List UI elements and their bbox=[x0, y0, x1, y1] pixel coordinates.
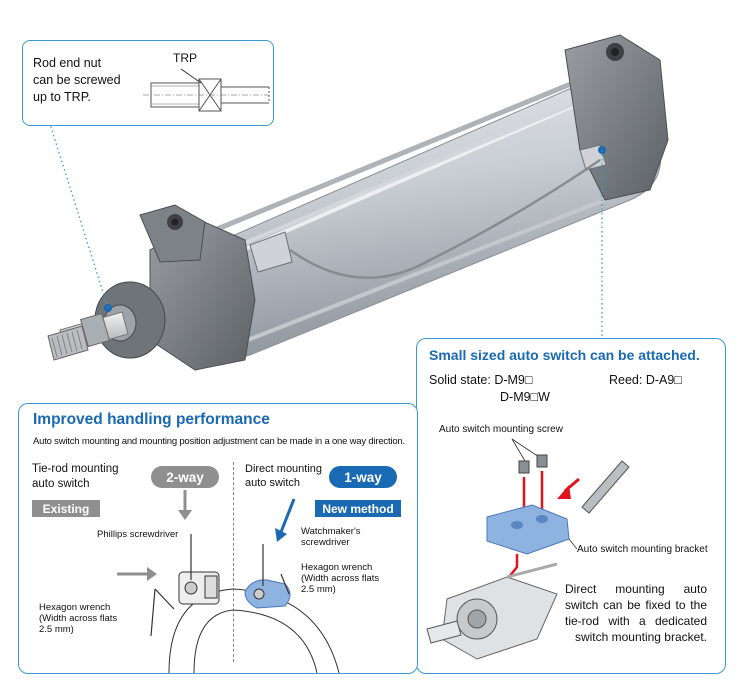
solid-state-model: Solid state: D-M9□ bbox=[429, 373, 533, 387]
small-switch-title: Small sized auto switch can be attached. bbox=[429, 347, 700, 363]
rod-end-nut-callout: Rod end nut can be screwed up to TRP. TR… bbox=[22, 40, 274, 126]
improved-handling-subtitle: Auto switch mounting and mounting positi… bbox=[33, 436, 405, 447]
watchmaker-screwdriver-label: Watchmaker's screwdriver bbox=[301, 526, 361, 548]
rod-end-sketch bbox=[143, 69, 270, 112]
existing-tag: Existing bbox=[32, 500, 100, 517]
mounting-screw-label: Auto switch mounting screw bbox=[439, 424, 563, 435]
solid-state-model-2: D-M9□W bbox=[500, 390, 550, 404]
new-hex-wrench-label: Hexagon wrench (Width across flats 2.5 m… bbox=[301, 562, 380, 595]
handling-diagram bbox=[117, 490, 340, 673]
two-way-badge: 2-way bbox=[151, 466, 219, 488]
existing-heading: Tie-rod mounting auto switch bbox=[32, 463, 119, 490]
one-way-badge: 1-way bbox=[329, 466, 397, 488]
mounting-bracket-label: Auto switch mounting bracket bbox=[577, 544, 708, 555]
direct-mounting-description: Direct mounting auto switch can be fixed… bbox=[565, 582, 707, 644]
improved-handling-panel: Improved handling performance Auto switc… bbox=[18, 403, 418, 674]
method-divider bbox=[233, 462, 234, 662]
reed-model: Reed: D-A9□ bbox=[609, 373, 682, 387]
rod-end-nut-text: Rod end nut can be screwed up to TRP. bbox=[33, 56, 121, 104]
phillips-screwdriver-label: Phillips screwdriver bbox=[97, 529, 179, 540]
new-method-heading: Direct mounting auto switch bbox=[245, 463, 323, 489]
existing-hex-wrench-label: Hexagon wrench (Width across flats 2.5 m… bbox=[39, 602, 118, 635]
new-method-tag: New method bbox=[315, 500, 401, 517]
small-auto-switch-panel: Small sized auto switch can be attached.… bbox=[416, 338, 726, 674]
improved-handling-title: Improved handling performance bbox=[33, 411, 270, 428]
trp-label: TRP bbox=[173, 51, 197, 65]
bracket-diagram bbox=[426, 438, 630, 660]
